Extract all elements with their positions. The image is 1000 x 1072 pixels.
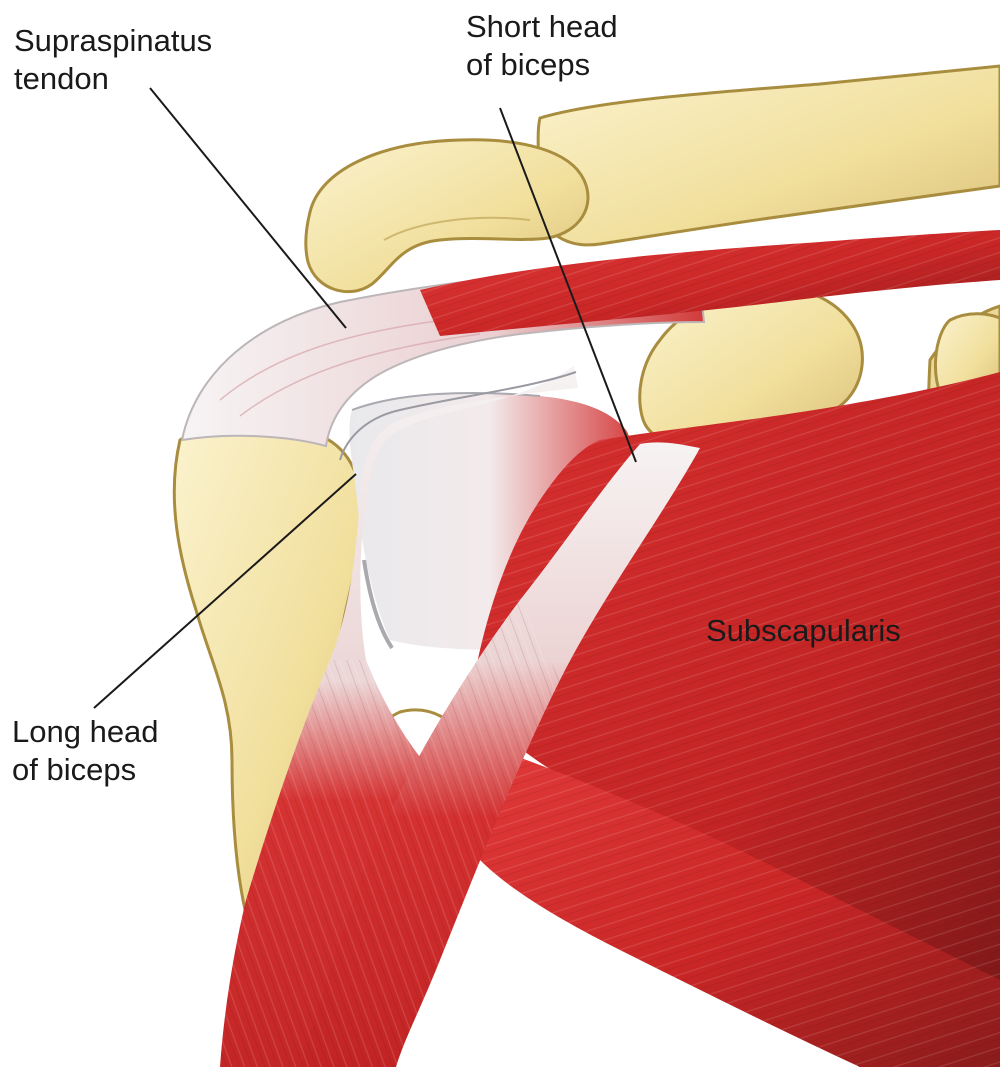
- short-head-label-line2: of biceps: [466, 46, 618, 84]
- subscapularis-label: Subscapularis: [706, 612, 901, 650]
- long-head-biceps-label: Long head of biceps: [12, 713, 159, 789]
- short-head-biceps-label: Short head of biceps: [466, 8, 618, 84]
- short-head-label-line1: Short head: [466, 8, 618, 46]
- long-head-label-line2: of biceps: [12, 751, 159, 789]
- subscapularis-label-line1: Subscapularis: [706, 612, 901, 650]
- long-head-label-line1: Long head: [12, 713, 159, 751]
- clavicle-bone: [538, 66, 1000, 245]
- supraspinatus-tendon-label: Supraspinatus tendon: [14, 22, 212, 98]
- supraspinatus-label-line2: tendon: [14, 60, 212, 98]
- supraspinatus-label-line1: Supraspinatus: [14, 22, 212, 60]
